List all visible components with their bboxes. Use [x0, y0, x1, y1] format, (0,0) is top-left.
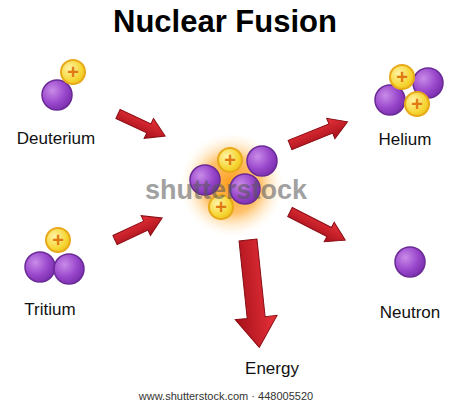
charge-sign: +	[67, 62, 79, 82]
neutron-particle	[54, 254, 84, 284]
diagram-title: Nuclear Fusion	[113, 4, 337, 40]
proton-particle: +	[45, 227, 71, 253]
proton-particle: +	[60, 59, 86, 85]
proton-particle: +	[404, 91, 430, 117]
watermark-url: www.shutterstock.com · 448005520	[139, 390, 313, 402]
charge-sign: +	[396, 67, 408, 87]
particle-label: Helium	[379, 130, 432, 150]
charge-sign: +	[52, 230, 64, 250]
watermark-band	[0, 386, 450, 405]
watermark: shutterstock	[145, 175, 307, 206]
neutron-particle	[25, 252, 55, 282]
neutron-particle	[42, 80, 72, 110]
particle-label: Neutron	[380, 303, 440, 323]
particle-label: Tritium	[24, 300, 75, 320]
particle-label: Deuterium	[17, 129, 95, 149]
charge-sign: +	[411, 94, 423, 114]
neutron-particle	[395, 247, 425, 277]
charge-sign: +	[224, 150, 236, 170]
proton-particle: +	[217, 147, 243, 173]
energy-label: Energy	[245, 359, 299, 379]
neutron-particle	[247, 146, 277, 176]
reaction-arrows	[110, 104, 351, 350]
proton-particle: +	[389, 64, 415, 90]
